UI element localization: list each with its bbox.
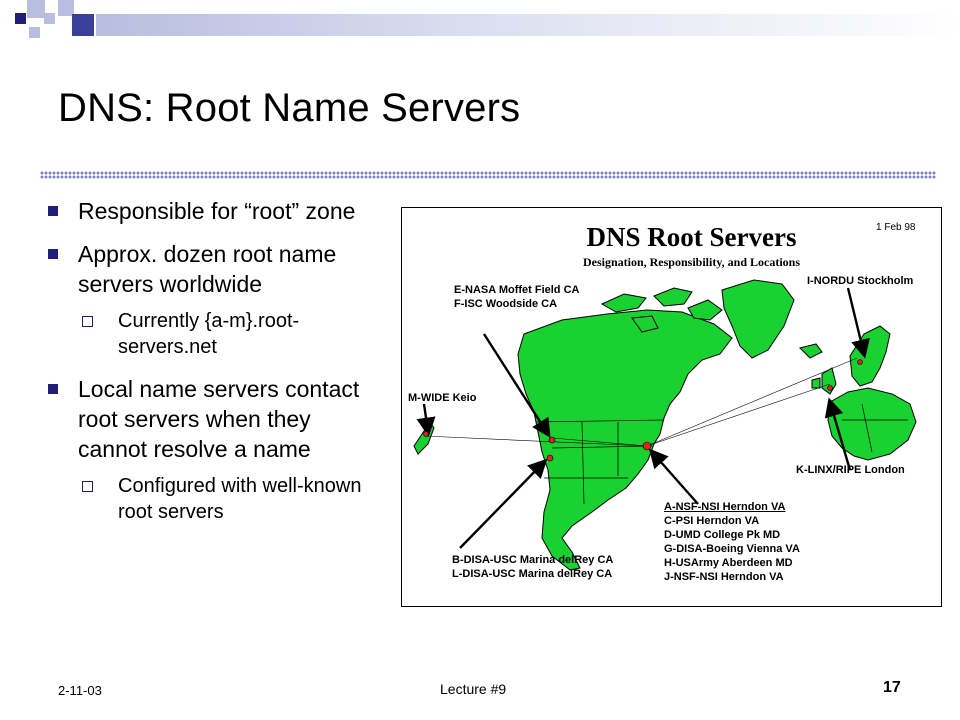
arrow-disa xyxy=(459,458,548,549)
arctic-islands-landmass xyxy=(600,293,647,313)
europe-landmass xyxy=(827,387,917,461)
arrow-wide xyxy=(416,403,436,437)
arrow-nasa xyxy=(482,333,551,439)
japan-landmass xyxy=(413,421,435,455)
label-line: B-DISA-USC Marina delRey CA xyxy=(452,554,614,566)
map-subtitle: Designation, Responsibility, and Locatio… xyxy=(582,255,801,269)
ireland-landmass xyxy=(811,377,821,389)
slide-title: DNS: Root Name Servers xyxy=(58,86,521,130)
border-lines xyxy=(535,403,908,505)
server-marker-london xyxy=(827,385,833,391)
server-marker-south-west xyxy=(546,454,554,462)
map-drawing xyxy=(413,279,917,571)
title-divider xyxy=(40,171,936,179)
label-line: M-WIDE Keio xyxy=(408,392,477,404)
header-square-light xyxy=(29,27,40,38)
label-disa: B-DISA-USC Marina delRey CA L-DISA-USC M… xyxy=(452,553,613,581)
footer-date: 2-11-03 xyxy=(58,683,102,698)
server-marker-east xyxy=(642,441,652,451)
map-header: DNS Root Servers Designation, Responsibi… xyxy=(402,222,943,270)
bullet-list: Responsible for “root” zone Approx. doze… xyxy=(46,196,376,539)
label-line: D-UMD College Pk MD xyxy=(664,529,781,541)
arrow-group xyxy=(416,287,870,549)
arrow-linx xyxy=(824,397,852,471)
label-line: J-NSF-NSI Herndon VA xyxy=(664,571,784,583)
footer-lecture: Lecture #9 xyxy=(440,681,507,697)
arctic-islands-landmass xyxy=(687,299,723,321)
map-date: 1 Feb 98 xyxy=(876,222,916,233)
arctic-islands-landmass xyxy=(631,315,659,333)
sub-bullet-item: Currently {a-m}.root-servers.net xyxy=(46,308,376,360)
header-square-light xyxy=(58,0,74,16)
arrow-herndon xyxy=(648,448,699,505)
arctic-islands-landmass xyxy=(653,287,693,307)
connection-lines xyxy=(423,357,858,447)
label-line: L-DISA-USC Marina delRey CA xyxy=(452,568,613,580)
label-linx: K-LINX/RIPE London xyxy=(796,463,905,477)
header-gradient-band xyxy=(96,14,960,36)
label-line: K-LINX/RIPE London xyxy=(796,464,905,476)
scandinavia-landmass xyxy=(849,325,891,387)
label-line: E-NASA Moffet Field CA xyxy=(454,284,580,296)
server-marker-keio xyxy=(423,431,429,437)
label-herndon: A-NSF-NSI Herndon VA C-PSI Herndon VA D-… xyxy=(664,500,800,584)
north-america-landmass xyxy=(517,309,733,571)
bullet-item: Approx. dozen root name servers worldwid… xyxy=(46,239,376,299)
footer-page-number: 17 xyxy=(883,679,901,696)
label-nasa: E-NASA Moffet Field CA F-ISC Woodside CA xyxy=(454,283,579,311)
server-markers xyxy=(423,359,863,462)
header-square-dark xyxy=(72,14,94,36)
header-square-dark xyxy=(15,13,26,24)
label-line: F-ISC Woodside CA xyxy=(454,298,558,310)
label-wide: M-WIDE Keio xyxy=(408,391,476,405)
label-line: C-PSI Herndon VA xyxy=(664,515,760,527)
label-nordu: I-NORDU Stockholm xyxy=(807,274,913,288)
dns-root-map-figure: DNS Root Servers Designation, Responsibi… xyxy=(401,207,942,607)
bullet-item: Local name servers contact root servers … xyxy=(46,374,376,464)
sub-bullet-item: Configured with well-known root servers xyxy=(46,473,376,525)
map-title: DNS Root Servers xyxy=(586,222,797,252)
bullet-item: Responsible for “root” zone xyxy=(46,196,376,226)
header-square-light xyxy=(27,0,45,18)
header-square-light xyxy=(44,13,55,24)
greenland-landmass xyxy=(721,279,795,359)
arrow-nordu xyxy=(846,287,870,359)
server-marker-stockholm xyxy=(857,359,863,365)
iceland-landmass xyxy=(799,343,823,359)
label-line: I-NORDU Stockholm xyxy=(807,275,914,287)
server-marker-west xyxy=(548,436,556,444)
label-line: G-DISA-Boeing Vienna VA xyxy=(664,543,800,555)
label-line: H-USArmy Aberdeen MD xyxy=(664,557,793,569)
label-line: A-NSF-NSI Herndon VA xyxy=(664,501,786,513)
